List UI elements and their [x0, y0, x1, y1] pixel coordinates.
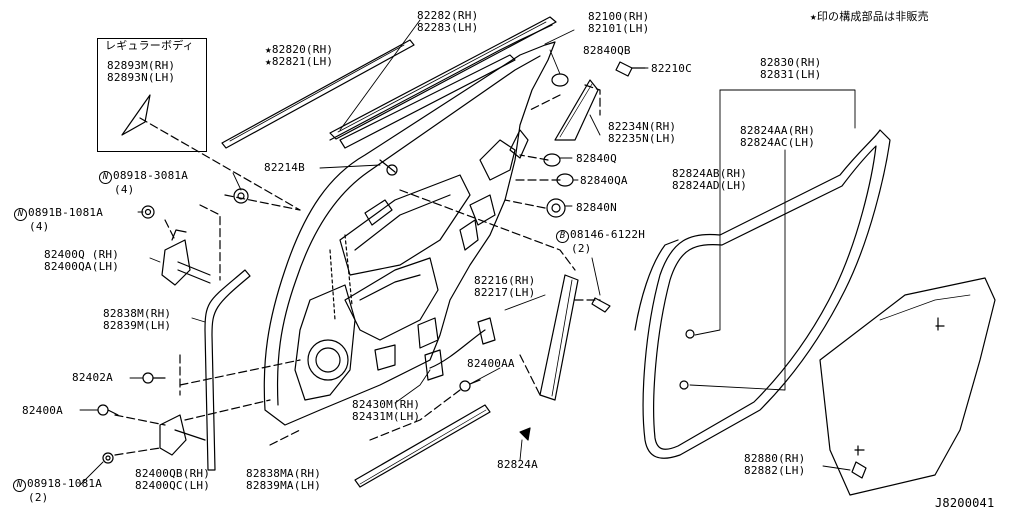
leader-glass	[139, 117, 301, 211]
lower-sash-strip	[354, 404, 491, 488]
n-marker-icon: N	[13, 479, 26, 492]
part-82400a[interactable]: 82400A	[22, 404, 63, 417]
part-82840n[interactable]: 82840N	[576, 201, 617, 214]
pillar-strip	[204, 269, 251, 471]
part-82282[interactable]: 82282(RH)82283(LH)	[417, 9, 479, 34]
part-82400qb[interactable]: 82400QB(RH)82400QC(LH)	[135, 467, 211, 492]
assembly-lines	[114, 84, 601, 456]
part-82402a[interactable]: 82402A	[72, 371, 113, 384]
upper-hinge	[161, 229, 211, 286]
part-82824ab[interactable]: 82824AB(RH)82824AD(LH)	[672, 167, 748, 192]
part-82430m[interactable]: 82430M(RH)82431M(LH)	[352, 398, 421, 423]
part-82234n[interactable]: 82234N(RH)82235N(LH)	[608, 120, 677, 145]
part-82893m[interactable]: 82893M(RH)82893N(LH)	[107, 59, 176, 84]
part-82216[interactable]: 82216(RH)82217(LH)	[474, 274, 536, 299]
part-82880[interactable]: 82880(RH)82882(LH)	[744, 452, 806, 477]
sealing-screen	[819, 277, 996, 496]
box-label: レギュラーボディ	[105, 39, 194, 52]
part-82840qb[interactable]: 82840QB	[583, 44, 631, 57]
door-sash-trim	[339, 54, 516, 149]
part-82840qa[interactable]: 82840QA	[580, 174, 628, 187]
door-lock	[424, 349, 444, 381]
regular-body-box	[97, 38, 207, 152]
b-marker-icon: B	[556, 230, 569, 243]
part-82838ma[interactable]: 82838MA(RH)82839MA(LH)	[246, 467, 322, 492]
door-weatherstrip	[634, 129, 891, 459]
part-82830[interactable]: 82830(RH)82831(LH)	[760, 56, 822, 81]
part-82838m[interactable]: 82838M(RH)82839M(LH)	[103, 307, 172, 332]
door-inner-panel	[263, 41, 556, 426]
part-82400aa[interactable]: 82400AA	[467, 357, 515, 370]
lower-hinge	[159, 414, 206, 456]
part-82820[interactable]: ★82820(RH)★82821(LH)	[265, 43, 334, 68]
rear-sash-channel	[539, 274, 579, 401]
part-82840q[interactable]: 82840Q	[576, 152, 617, 165]
handle-bracket	[477, 317, 496, 345]
part-82210c[interactable]: 82210C	[651, 62, 692, 75]
diagram-code: J8200041	[935, 496, 995, 510]
part-82100[interactable]: 82100(RH)82101(LH)	[588, 10, 650, 35]
legend-note: ★印の構成部品は非販売	[810, 10, 929, 23]
part-82214b[interactable]: 82214B	[264, 161, 305, 174]
part-82824aa[interactable]: 82824AA(RH)82824AC(LH)	[740, 124, 816, 149]
leader-lines	[79, 19, 856, 486]
part-82400q[interactable]: 82400Q (RH)82400QA(LH)	[44, 248, 120, 273]
belt-moulding-strips	[221, 16, 557, 149]
quarter-glass-triangle	[121, 94, 151, 136]
part-82824a[interactable]: 82824A	[497, 458, 538, 471]
corner-glass	[554, 79, 599, 141]
n-marker-icon: N	[14, 208, 27, 221]
n-marker-icon: N	[99, 171, 112, 184]
